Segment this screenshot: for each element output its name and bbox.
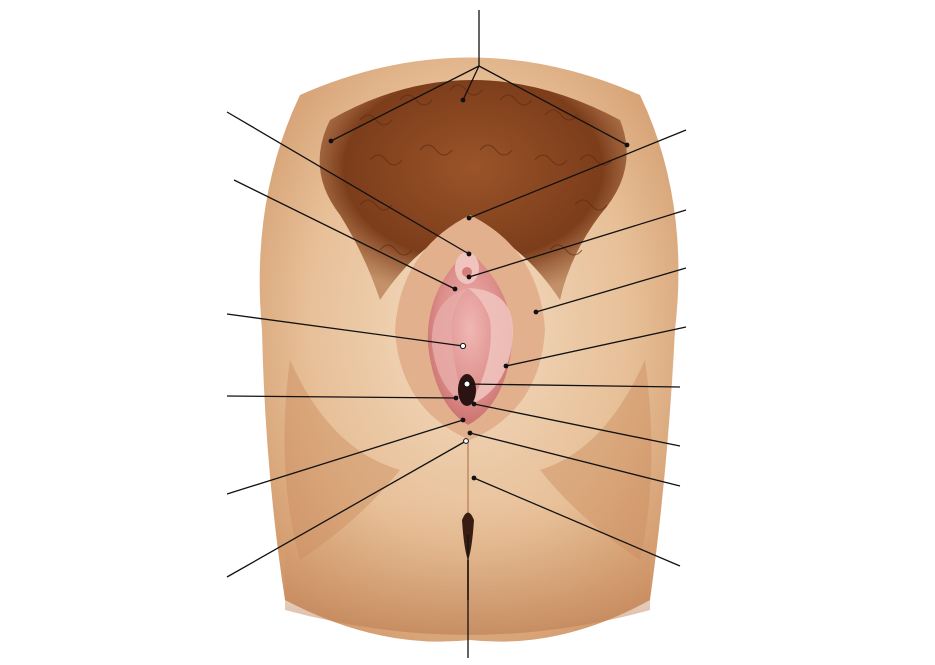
leader-right-2 — [468, 209, 687, 278]
endpoint-dot — [467, 430, 473, 436]
leader-right-7 — [469, 432, 681, 487]
leader-left-5 — [226, 419, 464, 495]
endpoint-dot — [466, 274, 472, 280]
leader-right-6 — [473, 403, 681, 447]
leader-left-1 — [226, 111, 470, 255]
leader-lines — [226, 10, 687, 658]
leader-top-left-branch — [330, 65, 480, 142]
leader-top-middle-branch — [462, 65, 480, 101]
thigh-shadow-left — [284, 360, 400, 560]
endpoint-dot — [460, 417, 466, 423]
right-labium-fold — [468, 288, 514, 405]
endpoint-dot — [466, 251, 472, 257]
leader-right-8 — [473, 477, 681, 567]
endpoint-dot — [471, 475, 477, 481]
leader-left-2 — [233, 179, 456, 290]
endpoint-dot — [328, 138, 334, 144]
leader-left-3 — [226, 313, 464, 347]
leader-left-4 — [226, 395, 457, 399]
endpoint-dot — [471, 401, 477, 407]
endpoint-dot — [463, 380, 471, 388]
thigh-shadow-right — [540, 360, 652, 560]
endpoint-dot — [466, 215, 472, 221]
clitoris — [462, 267, 472, 277]
leader-left-6 — [226, 440, 467, 578]
vaginal-orifice — [458, 374, 476, 406]
endpoint-dot — [452, 286, 458, 292]
endpoint-dot — [533, 309, 539, 315]
left-labium-fold — [431, 288, 468, 405]
endpoint-dot — [503, 363, 509, 369]
endpoint-dot — [624, 142, 630, 148]
endpoint-dot — [463, 438, 469, 444]
leader-endpoints — [328, 97, 630, 481]
endpoint-dot — [453, 395, 459, 401]
leader-right-1 — [468, 129, 687, 219]
leader-right-4 — [505, 326, 687, 367]
hair-texture — [359, 84, 613, 256]
leader-top-right-branch — [478, 65, 628, 146]
pubic-hair — [319, 80, 627, 300]
leader-right-3 — [535, 267, 687, 313]
endpoint-dot — [459, 342, 467, 350]
leader-right-5 — [466, 383, 681, 388]
endpoint-dot — [460, 97, 466, 103]
